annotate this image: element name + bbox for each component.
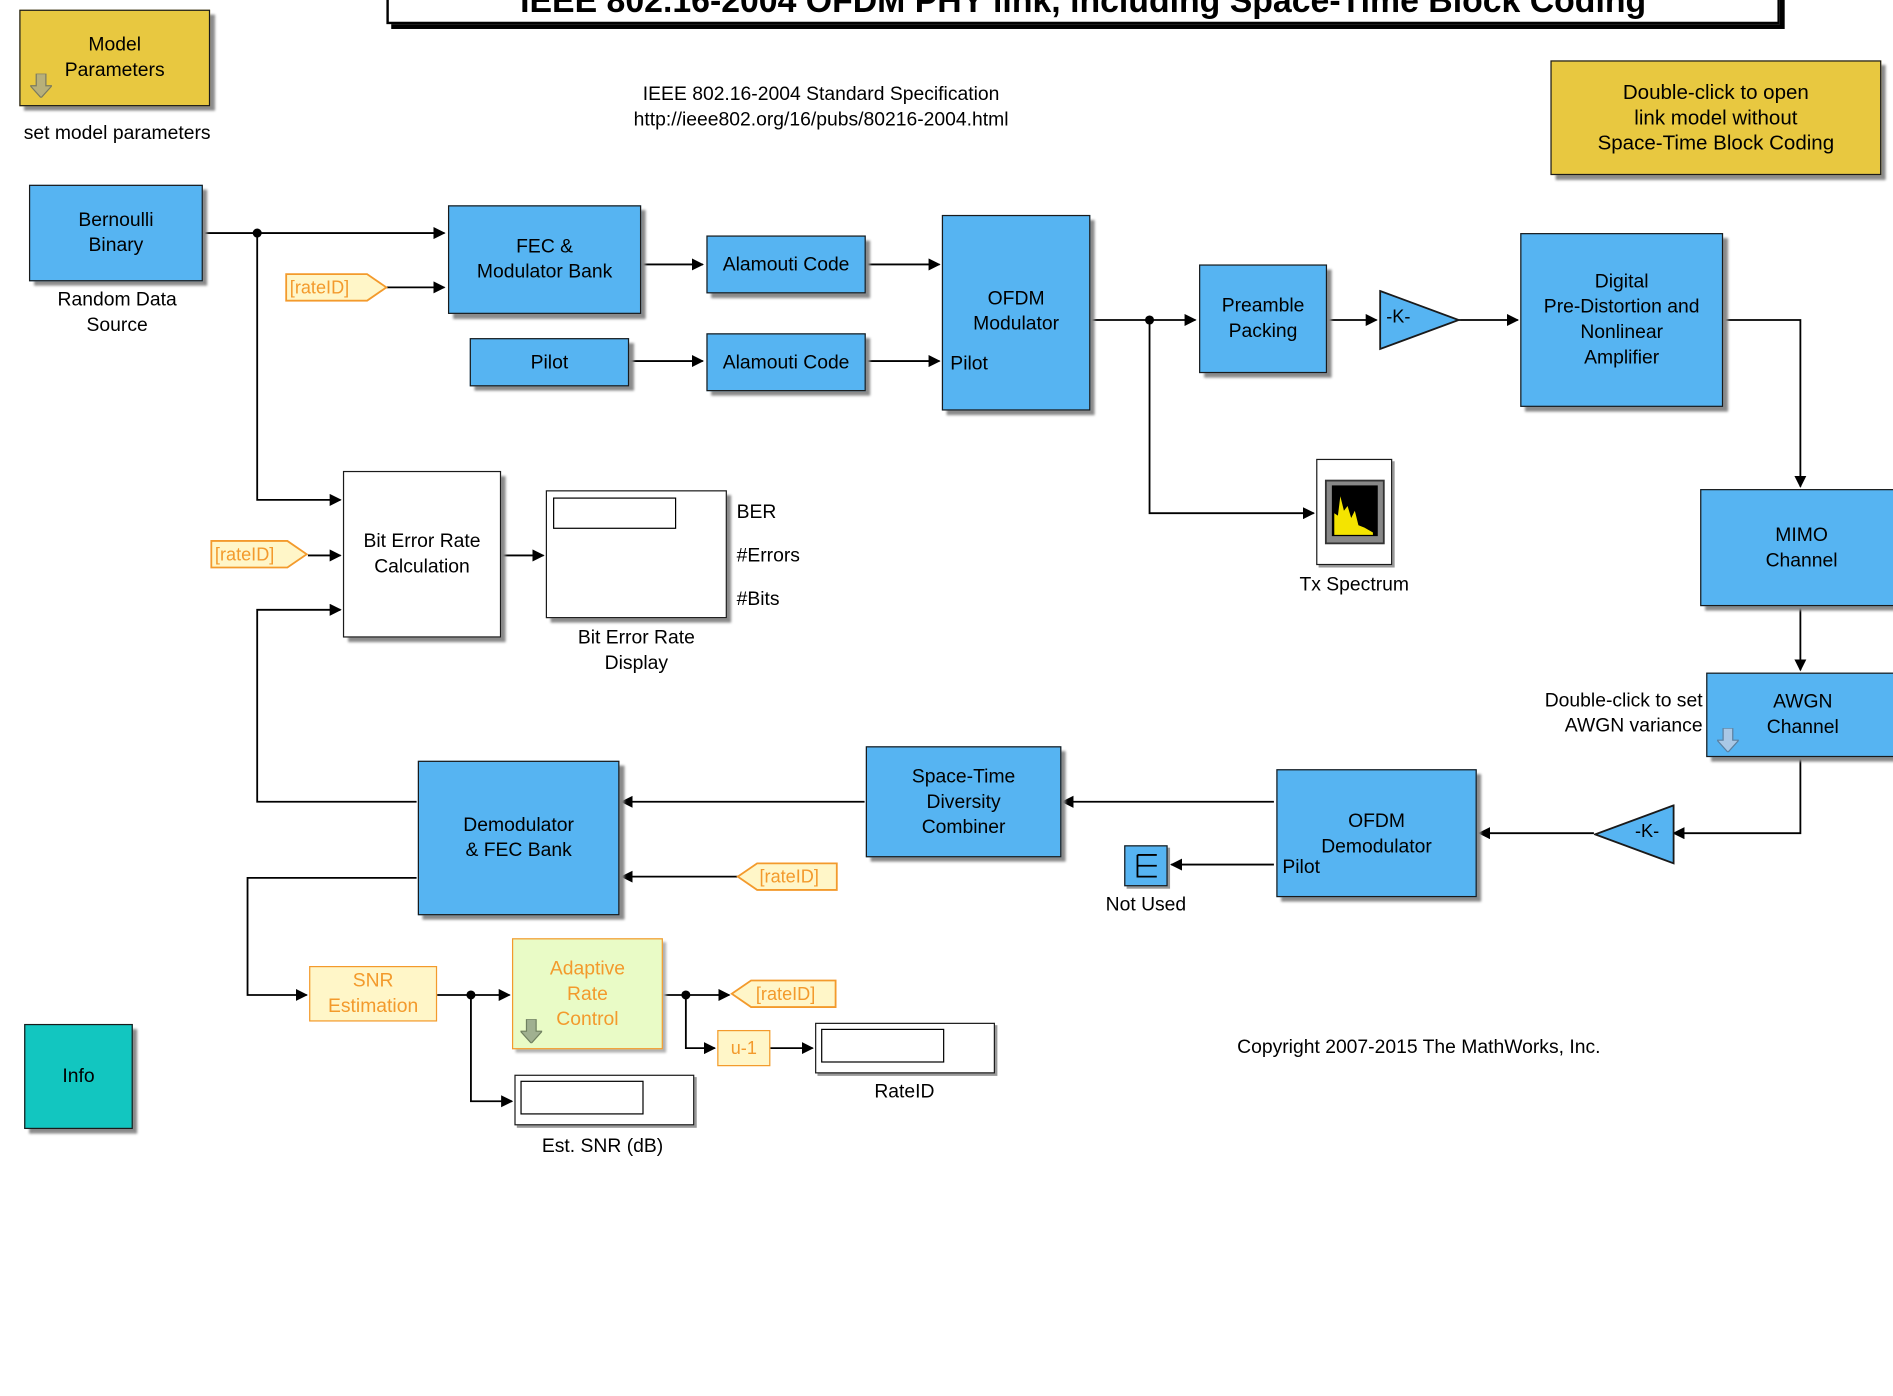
gain-1-label: -K-	[1386, 306, 1411, 328]
adaptive-rate-control-block[interactable]: Adaptive Rate Control	[511, 938, 663, 1050]
awgn-channel-label: AWGN Channel	[1766, 691, 1839, 738]
open-stbc-free-model-block[interactable]: Double-click to open link model without …	[1550, 60, 1882, 176]
bit-error-rate-calculation-block[interactable]: Bit Error Rate Calculation	[342, 470, 502, 638]
ber-display-caption: Bit Error Rate Display	[577, 627, 695, 674]
ofdm-demodulator-block[interactable]: OFDM Demodulator Pilot	[1276, 769, 1477, 898]
ofdm-demodulator-pilot-port: Pilot	[1282, 857, 1320, 878]
down-arrow-icon	[1717, 728, 1739, 753]
ofdm-modulator-block[interactable]: OFDM Modulator Pilot	[941, 214, 1091, 411]
u-minus-1-block[interactable]: u-1	[717, 1029, 771, 1067]
not-used-terminator[interactable]	[1124, 845, 1168, 887]
model-parameters-block[interactable]: Model Parameters	[19, 9, 211, 107]
snr-display-caption: Est. SNR (dB)	[541, 1136, 664, 1157]
awgn-channel-block[interactable]: AWGN Channel	[1706, 672, 1893, 758]
rateid-display-caption: RateID	[874, 1081, 935, 1103]
not-used-caption: Not Used	[1105, 894, 1187, 916]
ofdm-modulator-label: OFDM Modulator	[973, 288, 1060, 335]
mimo-channel-block[interactable]: MIMO Channel	[1700, 489, 1893, 607]
down-arrow-icon	[30, 73, 52, 98]
space-time-diversity-combiner-block[interactable]: Space-Time Diversity Combiner	[865, 746, 1062, 858]
alamouti-code-block-1[interactable]: Alamouti Code	[706, 235, 866, 294]
rateid-display-field	[821, 1028, 945, 1063]
rateid-tag-label: [rateID]	[214, 543, 275, 565]
bernoulli-binary-block[interactable]: Bernoulli Binary	[28, 184, 203, 282]
info-block[interactable]: Info	[24, 1023, 133, 1130]
model-parameters-label: Model Parameters	[64, 35, 165, 81]
copyright-text: Copyright 2007-2015 The MathWorks, Inc.	[1237, 1037, 1601, 1058]
gain-2-label: -K-	[1634, 821, 1660, 842]
down-arrow-icon	[520, 1019, 543, 1044]
alamouti-code-block-2[interactable]: Alamouti Code	[706, 333, 866, 392]
tx-spectrum-caption: Tx Spectrum	[1299, 574, 1409, 596]
ofdm-modulator-pilot-port: Pilot	[950, 353, 988, 375]
demodulator-fec-bank-block[interactable]: Demodulator & FEC Bank	[417, 760, 620, 916]
terminator-icon	[1136, 854, 1157, 878]
model-title: IEEE 802.16-2004 OFDM PHY link, includin…	[386, 0, 1780, 25]
snr-display-block[interactable]	[514, 1074, 695, 1126]
adaptive-rate-control-label: Adaptive Rate Control	[549, 958, 626, 1030]
fec-modulator-bank-block[interactable]: FEC & Modulator Bank	[447, 205, 642, 314]
rateid-goto-tag[interactable]: [rateID]	[729, 979, 837, 1008]
gain-block-2[interactable]: -K-	[1593, 804, 1675, 865]
preamble-packing-block[interactable]: Preamble Packing	[1199, 264, 1328, 374]
ofdm-demodulator-label: OFDM Demodulator	[1321, 811, 1432, 858]
ber-display-field	[553, 497, 677, 529]
tx-spectrum-block[interactable]	[1316, 458, 1393, 566]
rateid-tag-label: [rateID]	[289, 277, 350, 298]
bit-error-rate-display-block[interactable]	[545, 490, 727, 619]
rateid-from-tag-1[interactable]: [rateID]	[285, 273, 388, 302]
errors-port-label: #Errors	[736, 545, 800, 567]
rateid-from-tag-3[interactable]: [rateID]	[210, 540, 309, 569]
gain-block-1[interactable]: -K-	[1379, 289, 1462, 351]
model-parameters-caption: set model parameters	[23, 123, 211, 144]
pilot-block[interactable]: Pilot	[469, 338, 630, 387]
rateid-tag-label: [rateID]	[755, 983, 816, 1005]
bits-port-label: #Bits	[736, 589, 780, 610]
snr-estimation-block[interactable]: SNR Estimation	[309, 966, 438, 1022]
spectrum-scope-icon	[1324, 479, 1385, 545]
snr-display-field	[520, 1080, 644, 1115]
rateid-from-tag-2[interactable]: [rateID]	[735, 862, 838, 891]
ber-port-label: BER	[736, 502, 777, 523]
random-data-source-caption: Random Data Source	[57, 289, 177, 336]
rateid-display-block[interactable]	[815, 1022, 995, 1074]
awgn-variance-note: Double-click to set AWGN variance	[1544, 690, 1703, 737]
spec-text: IEEE 802.16-2004 Standard Specification …	[633, 84, 1009, 131]
digital-predistortion-amplifier-block[interactable]: Digital Pre-Distortion and Nonlinear Amp…	[1520, 233, 1724, 407]
rateid-tag-label: [rateID]	[759, 866, 819, 887]
